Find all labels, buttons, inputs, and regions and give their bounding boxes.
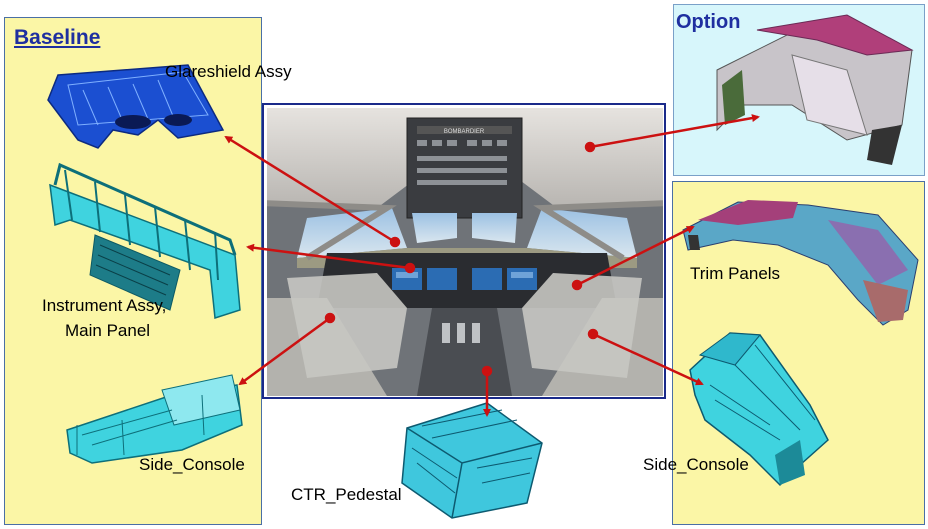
trim-panels-model bbox=[682, 200, 919, 326]
glareshield-model bbox=[47, 64, 225, 149]
side-console-right-model bbox=[689, 332, 829, 487]
arrow-instrument bbox=[246, 243, 411, 270]
cockpit-photo: BOMBARDIER bbox=[267, 108, 663, 396]
label-glareshield: Glareshield Assy bbox=[165, 62, 292, 81]
instrument-assy-model bbox=[49, 162, 241, 319]
side-console-left-model bbox=[66, 374, 243, 464]
label-side-console-right: Side_Console bbox=[643, 455, 749, 474]
arrow-trim-panels bbox=[576, 225, 695, 287]
label-trim-panels: Trim Panels bbox=[690, 264, 781, 283]
brand-plate: BOMBARDIER bbox=[444, 129, 485, 135]
arrow-glareshield bbox=[224, 135, 396, 244]
option-title: Option bbox=[676, 11, 741, 33]
baseline-title: Baseline bbox=[14, 26, 101, 49]
label-instrument-line1: Instrument Assy, bbox=[42, 296, 167, 315]
label-instrument-line2: Main Panel bbox=[65, 321, 151, 340]
label-ctr-pedestal: CTR_Pedestal bbox=[291, 485, 402, 504]
option-trim-model bbox=[716, 14, 914, 165]
label-side-console-left: Side_Console bbox=[139, 455, 245, 474]
arrow-option bbox=[589, 114, 760, 149]
arrow-side-console-right bbox=[592, 332, 704, 386]
arrow-side-console-left bbox=[238, 316, 331, 386]
cockpit-photo-frame: BOMBARDIER bbox=[262, 103, 666, 399]
